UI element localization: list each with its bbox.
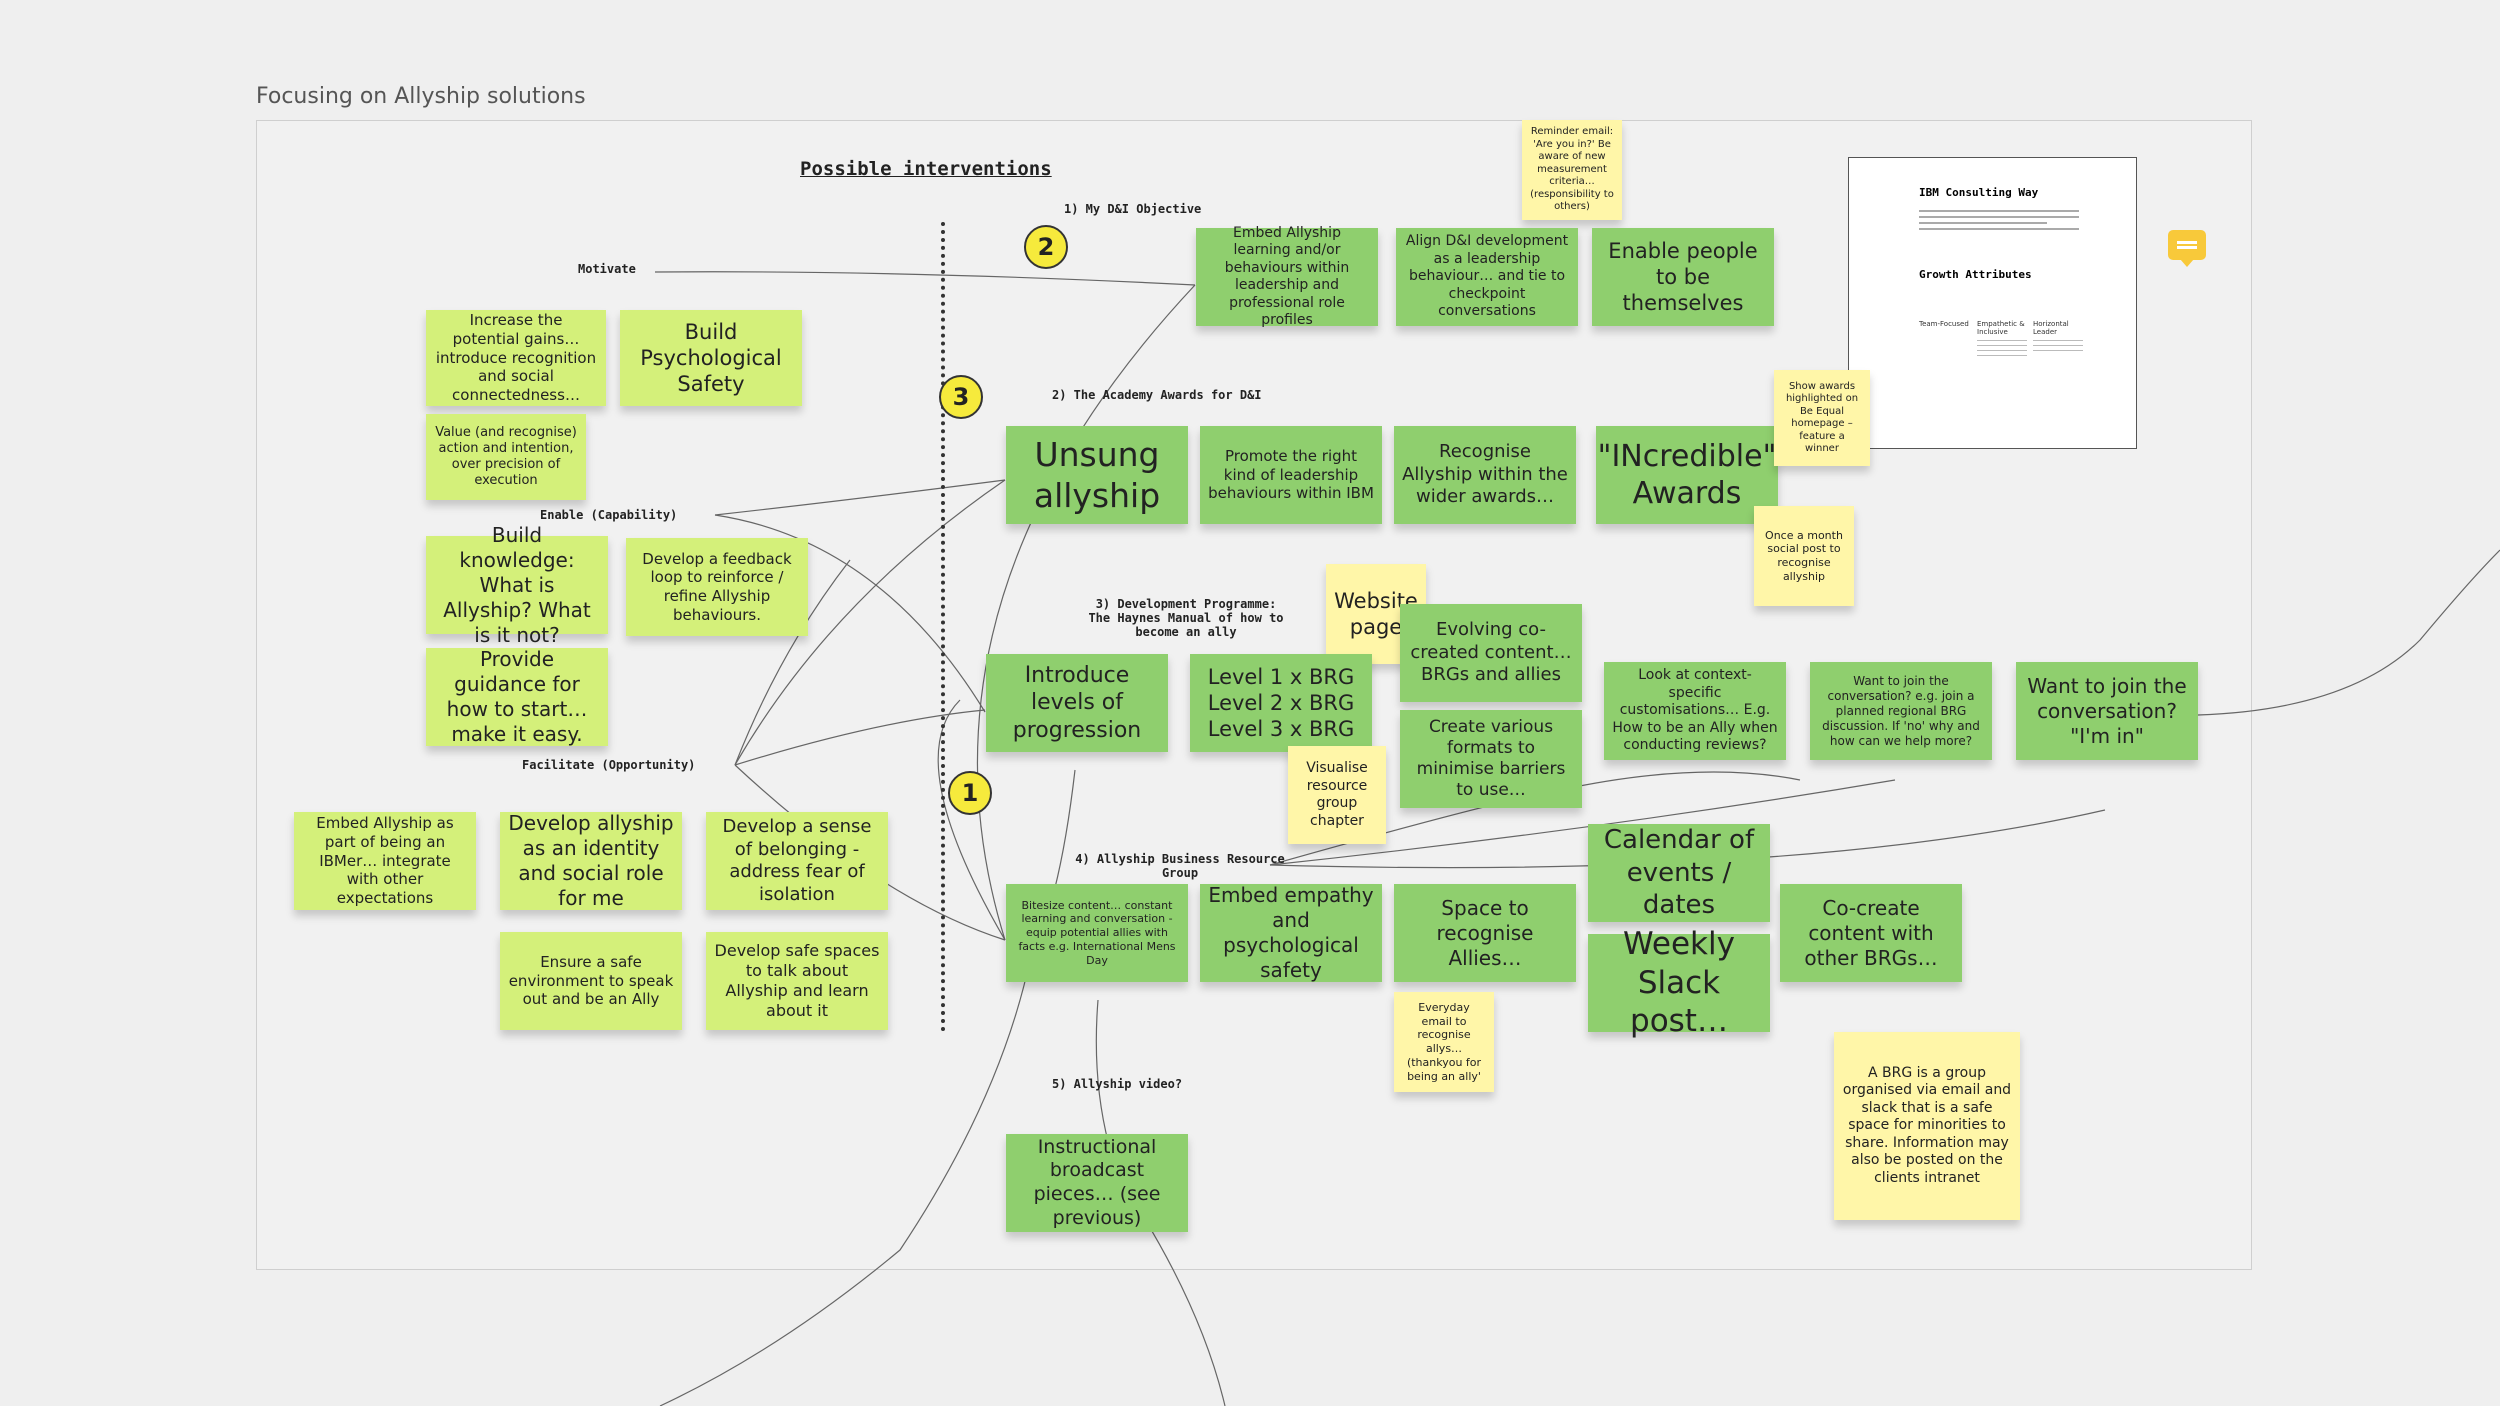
- ibm-consulting-way-card[interactable]: IBM Consulting Way Growth Attributes Tea…: [1848, 157, 2137, 449]
- sticky-note[interactable]: Once a month social post to recognise al…: [1754, 506, 1854, 606]
- sticky-note[interactable]: Embed Allyship learning and/or behaviour…: [1196, 225, 1378, 328]
- sticky-note[interactable]: Evolving co-created content… BRGs and al…: [1400, 604, 1582, 702]
- frame-title: Focusing on Allyship solutions: [256, 84, 586, 109]
- sticky-note[interactable]: A BRG is a group organised via email and…: [1834, 1032, 2020, 1220]
- sticky-note[interactable]: Space to recognise Allies…: [1394, 884, 1576, 982]
- marker-3[interactable]: 3: [939, 375, 983, 419]
- sticky-note[interactable]: Recognise Allyship within the wider awar…: [1394, 426, 1576, 524]
- sticky-note[interactable]: Bitesize content… constant learning and …: [1006, 884, 1188, 982]
- sticky-note[interactable]: Build knowledge: What is Allyship? What …: [426, 523, 608, 647]
- sticky-note[interactable]: Weekly Slack post…: [1588, 926, 1770, 1039]
- section-label-2: 2) The Academy Awards for D&I: [1052, 388, 1262, 402]
- sticky-note[interactable]: Reminder email: 'Are you in?' Be aware o…: [1522, 120, 1622, 220]
- sticky-note[interactable]: Develop safe spaces to talk about Allysh…: [706, 932, 888, 1030]
- label-motivate: Motivate: [578, 262, 636, 276]
- sticky-note[interactable]: Develop a feedback loop to reinforce / r…: [626, 538, 808, 636]
- section-label-1: 1) My D&I Objective: [1064, 202, 1202, 216]
- sticky-note[interactable]: Ensure a safe environment to speak out a…: [500, 932, 682, 1030]
- sticky-note[interactable]: Want to join the conversation? e.g. join…: [1810, 662, 1992, 760]
- sticky-note[interactable]: Enable people to be themselves: [1592, 228, 1774, 326]
- sticky-note[interactable]: Align D&I development as a leadership be…: [1396, 228, 1578, 326]
- sticky-note[interactable]: Show awards highlighted on Be Equal home…: [1774, 370, 1870, 466]
- sticky-note[interactable]: Provide guidance for how to start… make …: [426, 647, 608, 746]
- sticky-note[interactable]: Visualise resource group chapter: [1288, 746, 1386, 844]
- sticky-note[interactable]: Calendar of events / dates: [1588, 824, 1770, 922]
- label-facilitate: Facilitate (Opportunity): [522, 758, 696, 772]
- section-label-3: 3) Development Programme: The Haynes Man…: [1088, 597, 1284, 639]
- sticky-note[interactable]: Want to join the conversation? "I'm in": [2016, 662, 2198, 760]
- sticky-note[interactable]: Level 1 x BRG Level 2 x BRG Level 3 x BR…: [1190, 654, 1372, 752]
- sticky-note[interactable]: Embed Allyship as part of being an IBMer…: [294, 812, 476, 910]
- heading-possible-interventions: Possible interventions: [800, 158, 1052, 180]
- sticky-note[interactable]: Look at context-specific customisations……: [1604, 662, 1786, 760]
- section-label-5: 5) Allyship video?: [1052, 1077, 1183, 1091]
- ibm-card-title: IBM Consulting Way: [1919, 186, 2039, 199]
- sticky-note[interactable]: Co-create content with other BRGs…: [1780, 884, 1962, 982]
- ibm-card-subtitle: Growth Attributes: [1919, 268, 2032, 281]
- sticky-note[interactable]: Unsung allyship: [1006, 426, 1188, 524]
- sticky-note[interactable]: Embed empathy and psychological safety: [1200, 883, 1382, 982]
- comment-icon[interactable]: [2168, 230, 2206, 267]
- sticky-note[interactable]: Instructional broadcast pieces… (see pre…: [1006, 1134, 1188, 1232]
- sticky-note[interactable]: "INcredible" Awards: [1596, 426, 1778, 524]
- ibm-card-col-1: Team-Focused: [1919, 320, 1969, 328]
- ibm-card-text-lines: [1919, 210, 2079, 234]
- sticky-note[interactable]: Create various formats to minimise barri…: [1400, 710, 1582, 808]
- ibm-card-col-2: Empathetic & Inclusive: [1977, 320, 2027, 356]
- sticky-note[interactable]: Develop a sense of belonging - address f…: [706, 812, 888, 910]
- sticky-note[interactable]: Value (and recognise) action and intenti…: [426, 414, 586, 500]
- sticky-note[interactable]: Build Psychological Safety: [620, 310, 802, 406]
- section-label-4: 4) Allyship Business Resource Group: [1075, 852, 1285, 880]
- sticky-note[interactable]: Develop allyship as an identity and soci…: [500, 811, 682, 910]
- marker-1[interactable]: 1: [948, 771, 992, 815]
- sticky-note[interactable]: Promote the right kind of leadership beh…: [1200, 426, 1382, 524]
- ibm-card-col-3: Horizontal Leader: [2033, 320, 2083, 351]
- marker-2[interactable]: 2: [1024, 225, 1068, 269]
- dotted-divider: [941, 222, 945, 1032]
- label-enable: Enable (Capability): [540, 508, 678, 522]
- sticky-note[interactable]: Everyday email to recognise allys… (than…: [1394, 992, 1494, 1092]
- sticky-note[interactable]: Increase the potential gains… introduce …: [426, 310, 606, 406]
- sticky-note[interactable]: Introduce levels of progression: [986, 654, 1168, 752]
